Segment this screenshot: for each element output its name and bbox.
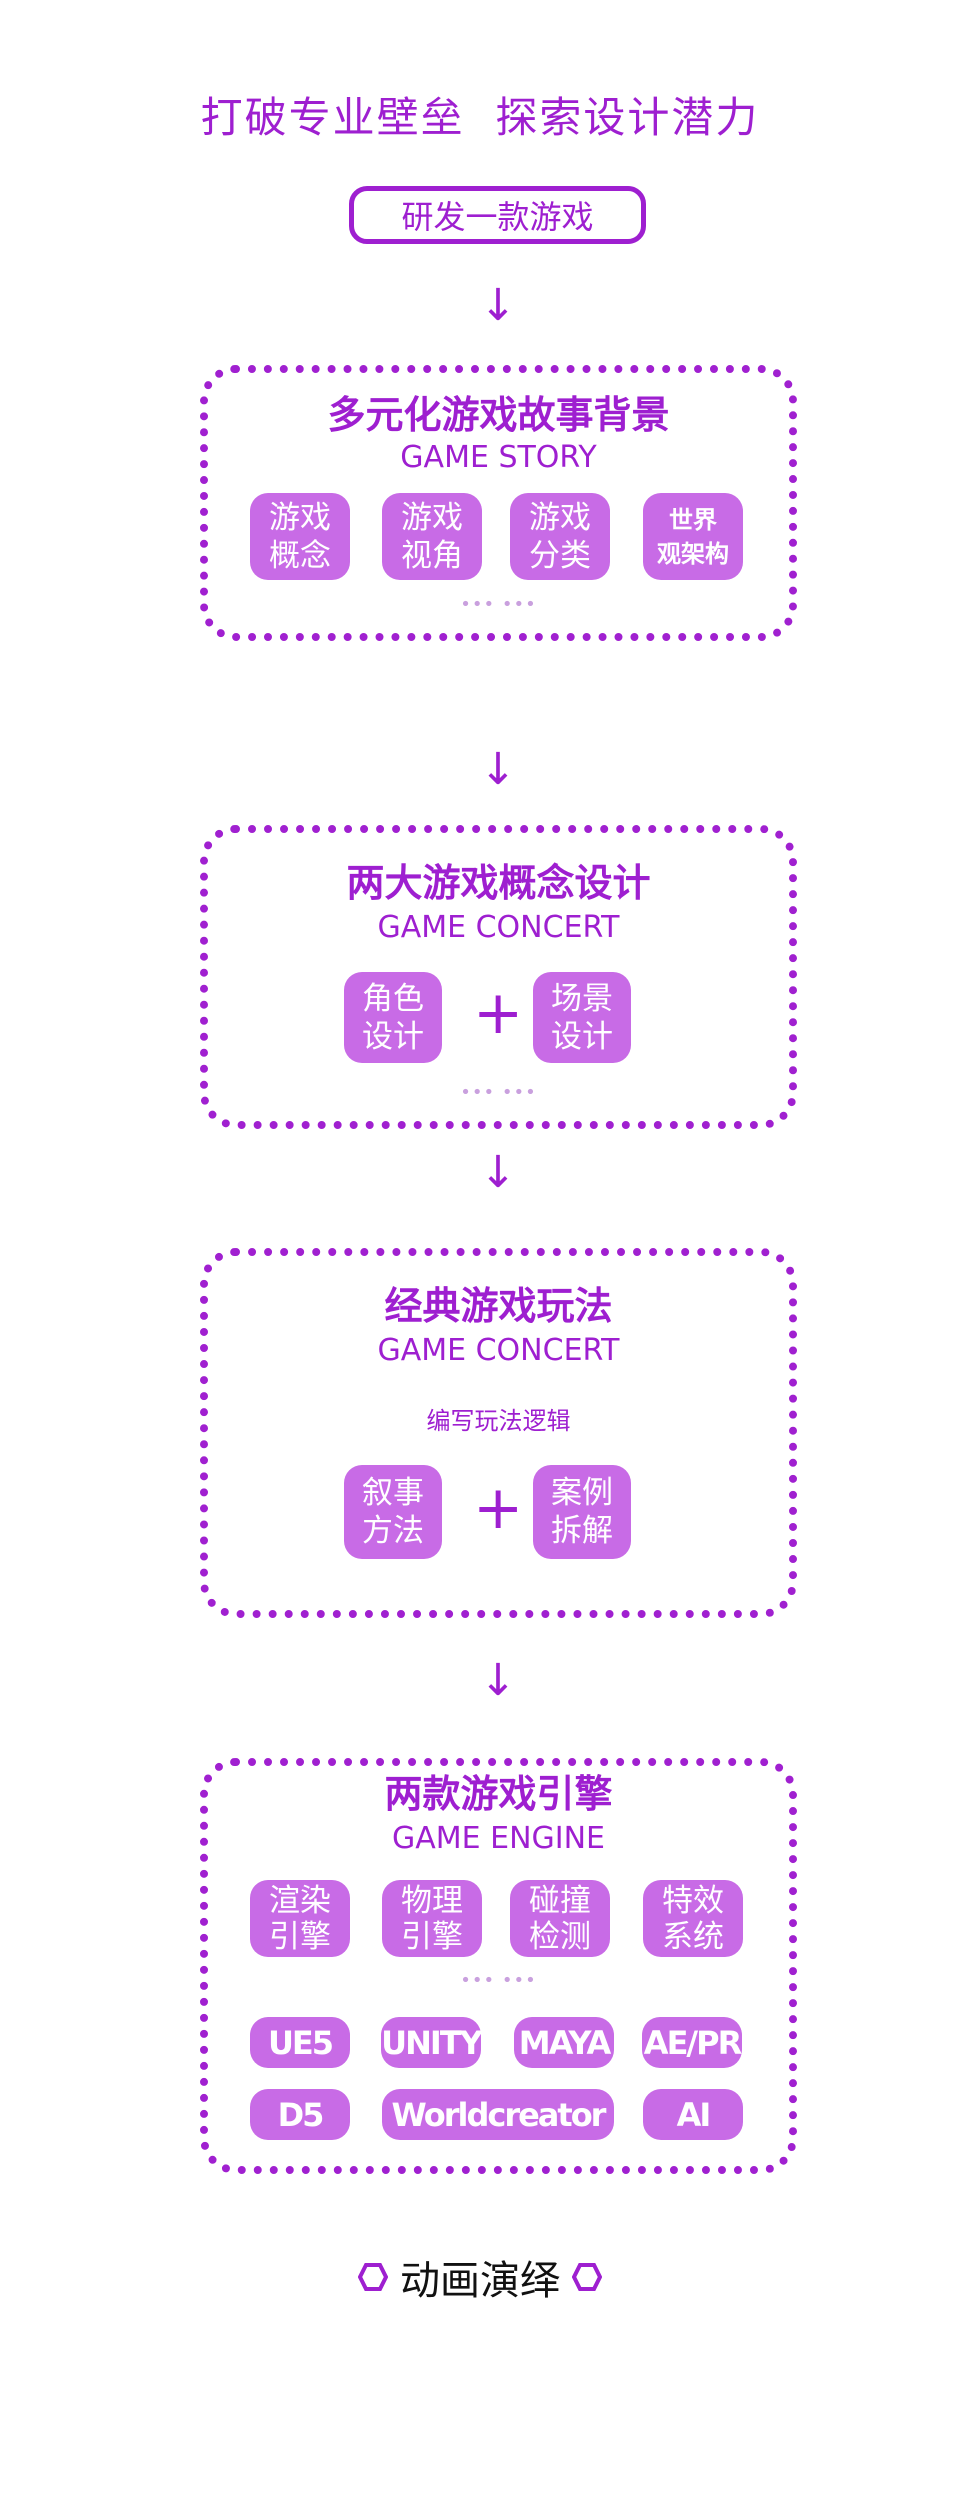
section-title: 两大游戏概念设计 bbox=[346, 861, 651, 905]
hexagon-icon bbox=[572, 2263, 602, 2291]
section-game-concept: 两大游戏概念设计 GAME CONCERT 角色设计 + 场景设计 ••• ••… bbox=[200, 825, 797, 1129]
software-ae-pr: AE/PR bbox=[642, 2017, 742, 2068]
tile-render-engine: 渲染引擎 bbox=[250, 1880, 350, 1957]
down-arrow-icon: ↓ bbox=[479, 1147, 517, 1198]
section-subtitle: GAME CONCERT bbox=[377, 1333, 620, 1368]
plus-icon: + bbox=[473, 978, 524, 1048]
tile-worldbuilding: 世界观架构 bbox=[643, 493, 743, 580]
section-classic-gameplay: 经典游戏玩法 GAME CONCERT 编写玩法逻辑 叙事方法 + 案例拆解 bbox=[200, 1248, 797, 1618]
tile-character-design: 角色设计 bbox=[344, 972, 442, 1063]
down-arrow-icon: ↓ bbox=[479, 1655, 517, 1706]
down-arrow-icon: ↓ bbox=[479, 280, 517, 331]
section-subtitle: GAME CONCERT bbox=[377, 910, 620, 945]
plus-icon: + bbox=[473, 1473, 524, 1543]
more-dots: ••• ••• bbox=[460, 1970, 537, 1991]
tile-collision-detection: 碰撞检测 bbox=[510, 1880, 610, 1957]
more-dots: ••• ••• bbox=[460, 1082, 537, 1103]
section-game-engine: 两款游戏引擎 GAME ENGINE 渲染引擎 物理引擎 碰撞检测 特效系统 •… bbox=[200, 1758, 797, 2174]
section-subtitle: GAME STORY bbox=[400, 440, 597, 475]
page-title: 打破专业壁垒 探索设计潜力 bbox=[200, 93, 760, 142]
section-title: 经典游戏玩法 bbox=[384, 1284, 613, 1328]
footer-label: 动画演绎 bbox=[400, 2258, 560, 2304]
section-subtitle: GAME ENGINE bbox=[391, 1821, 606, 1856]
tile-physics-engine: 物理引擎 bbox=[382, 1880, 482, 1957]
software-worldcreator: Worldcreator bbox=[382, 2089, 614, 2140]
section-title: 两款游戏引擎 bbox=[384, 1772, 613, 1816]
section-title: 多元化游戏故事背景 bbox=[327, 393, 670, 437]
tile-narrative-method: 叙事方法 bbox=[344, 1465, 442, 1559]
section-note: 编写玩法逻辑 bbox=[426, 1407, 571, 1435]
software-maya: MAYA bbox=[514, 2017, 614, 2068]
tile-vfx-system: 特效系统 bbox=[643, 1880, 743, 1957]
section-game-story: 多元化游戏故事背景 GAME STORY 游戏概念 游戏视角 游戏分类 世界观架… bbox=[200, 365, 797, 641]
tile-game-genre: 游戏分类 bbox=[510, 493, 610, 580]
software-unity: UNITY bbox=[381, 2017, 483, 2068]
software-ue5: UE5 bbox=[250, 2017, 350, 2068]
tile-game-perspective: 游戏视角 bbox=[382, 493, 482, 580]
footer: 动画演绎 bbox=[0, 2248, 960, 2306]
hexagon-icon bbox=[358, 2263, 388, 2291]
tile-case-breakdown: 案例拆解 bbox=[533, 1465, 631, 1559]
software-d5: D5 bbox=[250, 2089, 350, 2140]
down-arrow-icon: ↓ bbox=[479, 744, 517, 795]
tile-scene-design: 场景设计 bbox=[533, 972, 631, 1063]
software-ai: AI bbox=[643, 2089, 743, 2140]
develop-game-pill: 研发一款游戏 bbox=[349, 186, 646, 244]
tile-game-concept: 游戏概念 bbox=[250, 493, 350, 580]
more-dots: ••• ••• bbox=[460, 594, 537, 615]
